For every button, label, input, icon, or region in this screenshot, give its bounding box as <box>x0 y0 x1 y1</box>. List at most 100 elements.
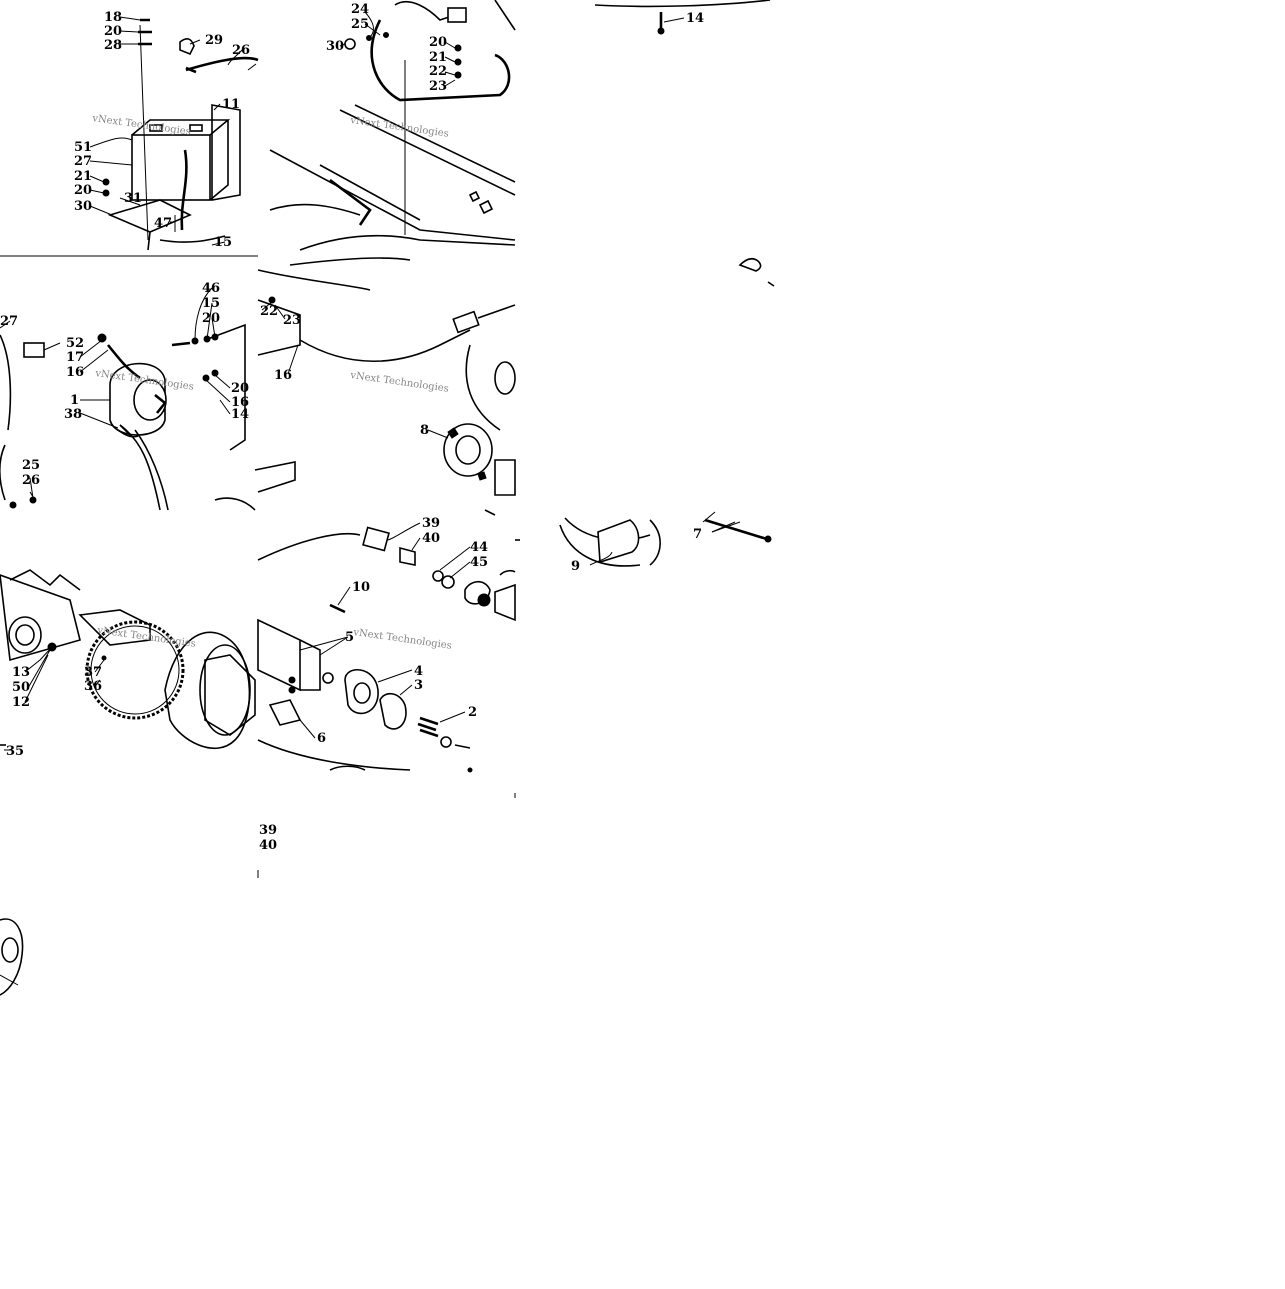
battery-tray-31 <box>107 199 192 251</box>
callout: 40 <box>259 838 277 853</box>
callout: 15 <box>202 296 220 311</box>
connector-37 <box>362 526 390 552</box>
bracket-6 <box>268 699 302 726</box>
callout: 50 <box>12 680 30 695</box>
callout: 39 <box>422 516 440 531</box>
label-52 <box>23 342 45 358</box>
battery-top <box>131 119 231 201</box>
engine-case <box>0 574 81 662</box>
housing-4 <box>344 668 379 715</box>
callout: 51 <box>74 140 92 155</box>
callout: 27 <box>0 314 18 329</box>
callout: 24 <box>351 2 369 17</box>
callout: 38 <box>64 407 82 422</box>
watermark-1: vNext Technologies <box>91 113 192 138</box>
battery-cover-11 <box>211 104 241 201</box>
pinion-3 <box>379 692 407 730</box>
callout: 20 <box>104 24 122 39</box>
callout: 44 <box>470 540 488 555</box>
callout: 21 <box>429 50 447 65</box>
terminal-38 <box>399 546 416 566</box>
callout: 15 <box>214 235 232 250</box>
callout: 20 <box>74 183 92 198</box>
watermark-5: vNext Technologies <box>96 625 197 650</box>
rotor-8 <box>443 423 493 477</box>
callout: 52 <box>66 336 84 351</box>
callout: 28 <box>104 38 122 53</box>
callout: 30 <box>74 199 92 214</box>
spring-2 <box>417 716 439 738</box>
callout: 10 <box>352 580 370 595</box>
bracket-16 <box>257 299 301 356</box>
callout: 16 <box>231 395 249 410</box>
callout: 14 <box>231 407 249 422</box>
battery-assembly <box>0 18 259 257</box>
callout: 26 <box>232 43 250 58</box>
solenoid-assembly <box>0 323 296 511</box>
callout: 1 <box>70 393 79 408</box>
bolt-10 <box>329 603 346 614</box>
callout: 35 <box>6 744 24 759</box>
callout: 20 <box>429 35 447 50</box>
callout: 23 <box>283 313 301 328</box>
terminal-cap-30 <box>179 38 195 56</box>
nut-19 <box>97 333 107 343</box>
starter-clutch-detail <box>559 511 772 567</box>
callout: 46 <box>202 281 220 296</box>
flywheel-assembly <box>0 569 256 750</box>
lower-fragment <box>0 793 516 996</box>
callout: 25 <box>351 17 369 32</box>
wire-harness <box>299 329 471 362</box>
pin-7 <box>704 518 771 542</box>
callout-labels: 18 20 28 29 26 11 51 27 21 20 30 31 47 1… <box>0 2 704 853</box>
callout: 31 <box>124 191 142 206</box>
watermark-4: vNext Technologies <box>349 370 450 395</box>
cable-27 <box>0 334 12 501</box>
callout: 16 <box>66 365 84 380</box>
callout: 47 <box>154 216 172 231</box>
callout: 30 <box>326 39 344 54</box>
callout: 17 <box>66 350 84 365</box>
grommet-30 <box>344 38 356 50</box>
callout: 6 <box>317 731 326 746</box>
starter-motor-exploded <box>257 526 520 773</box>
callout: 23 <box>429 79 447 94</box>
callout: 7 <box>693 527 702 542</box>
ring-gear-34 <box>85 620 185 720</box>
callout: 45 <box>470 555 488 570</box>
callout: 5 <box>345 630 354 645</box>
pan-edge <box>594 0 771 8</box>
callout: 2 <box>468 705 477 720</box>
relay-rotor-area <box>257 269 516 516</box>
callout: 39 <box>259 823 277 838</box>
callout: 29 <box>205 33 223 48</box>
callout: 3 <box>414 678 423 693</box>
watermark-6: vNext Technologies <box>352 627 453 652</box>
connector-plug <box>452 310 480 334</box>
callout: 22 <box>429 64 447 79</box>
callout: 26 <box>22 473 40 488</box>
callout: 27 <box>74 154 92 169</box>
callout: 20 <box>231 381 249 396</box>
mounting-plate <box>204 323 246 451</box>
harness-cable <box>370 19 511 102</box>
callout: 11 <box>222 97 240 112</box>
callout: 21 <box>74 169 92 184</box>
battery-body <box>131 134 211 201</box>
starter-cable <box>257 532 361 561</box>
leader-lines <box>0 11 736 751</box>
spring <box>477 593 491 607</box>
washer-45 <box>441 575 455 589</box>
callout: 22 <box>260 304 278 319</box>
callout: 13 <box>12 665 30 680</box>
washer-44 <box>432 570 444 582</box>
callout: 4 <box>414 664 423 679</box>
callout: 20 <box>202 311 220 326</box>
hold-down-rod <box>139 24 149 241</box>
partial-housing <box>0 918 24 996</box>
callout: 36 <box>84 679 102 694</box>
callout: 18 <box>104 10 122 25</box>
watermark-2: vNext Technologies <box>349 115 450 140</box>
top-right-detail <box>594 0 775 287</box>
